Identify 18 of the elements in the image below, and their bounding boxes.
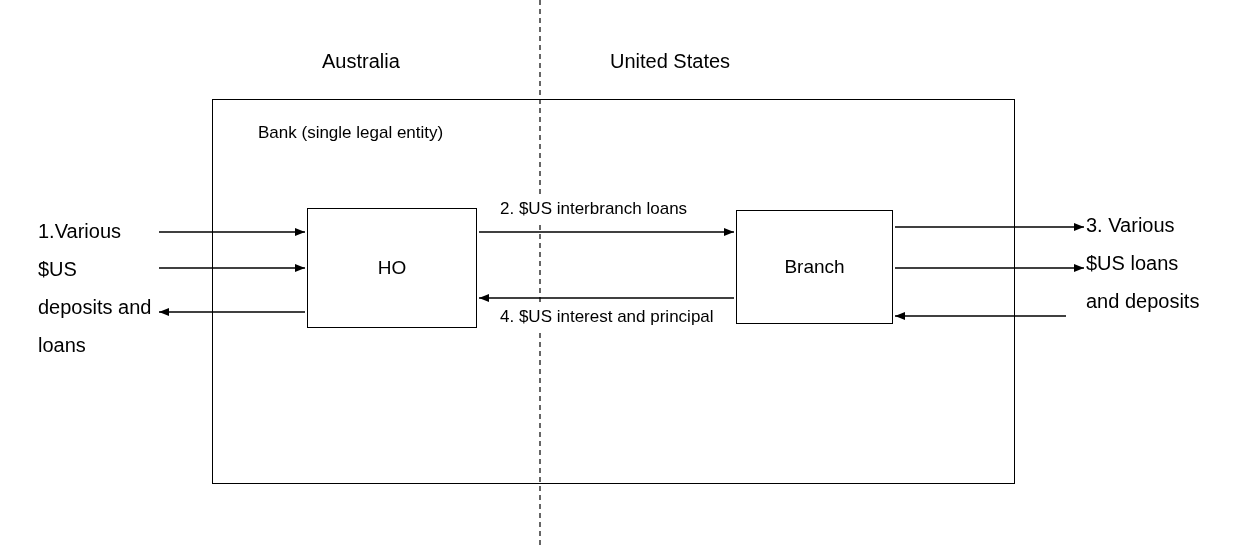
- arrow: [894, 264, 1085, 272]
- arrow: [894, 223, 1085, 231]
- arrow: [478, 294, 735, 302]
- arrow: [894, 312, 1067, 320]
- container-title: Bank (single legal entity): [258, 122, 444, 144]
- entity-box: Branch: [736, 210, 893, 324]
- entity-box: HO: [307, 208, 477, 328]
- arrow: [158, 264, 306, 272]
- region-label: United States: [610, 49, 731, 74]
- edge-label: 2. $US interbranch loans: [498, 196, 690, 222]
- edge-label: 4. $US interest and principal: [498, 304, 716, 330]
- flow-label: 1.Various $US deposits and loans: [38, 212, 156, 382]
- flow-label: 3. Various $US loans and deposits: [1086, 206, 1216, 376]
- bank-boundary: [212, 99, 1015, 484]
- arrow: [158, 308, 306, 316]
- arrow: [158, 228, 306, 236]
- arrow: [478, 228, 735, 236]
- region-label: Australia: [322, 49, 400, 74]
